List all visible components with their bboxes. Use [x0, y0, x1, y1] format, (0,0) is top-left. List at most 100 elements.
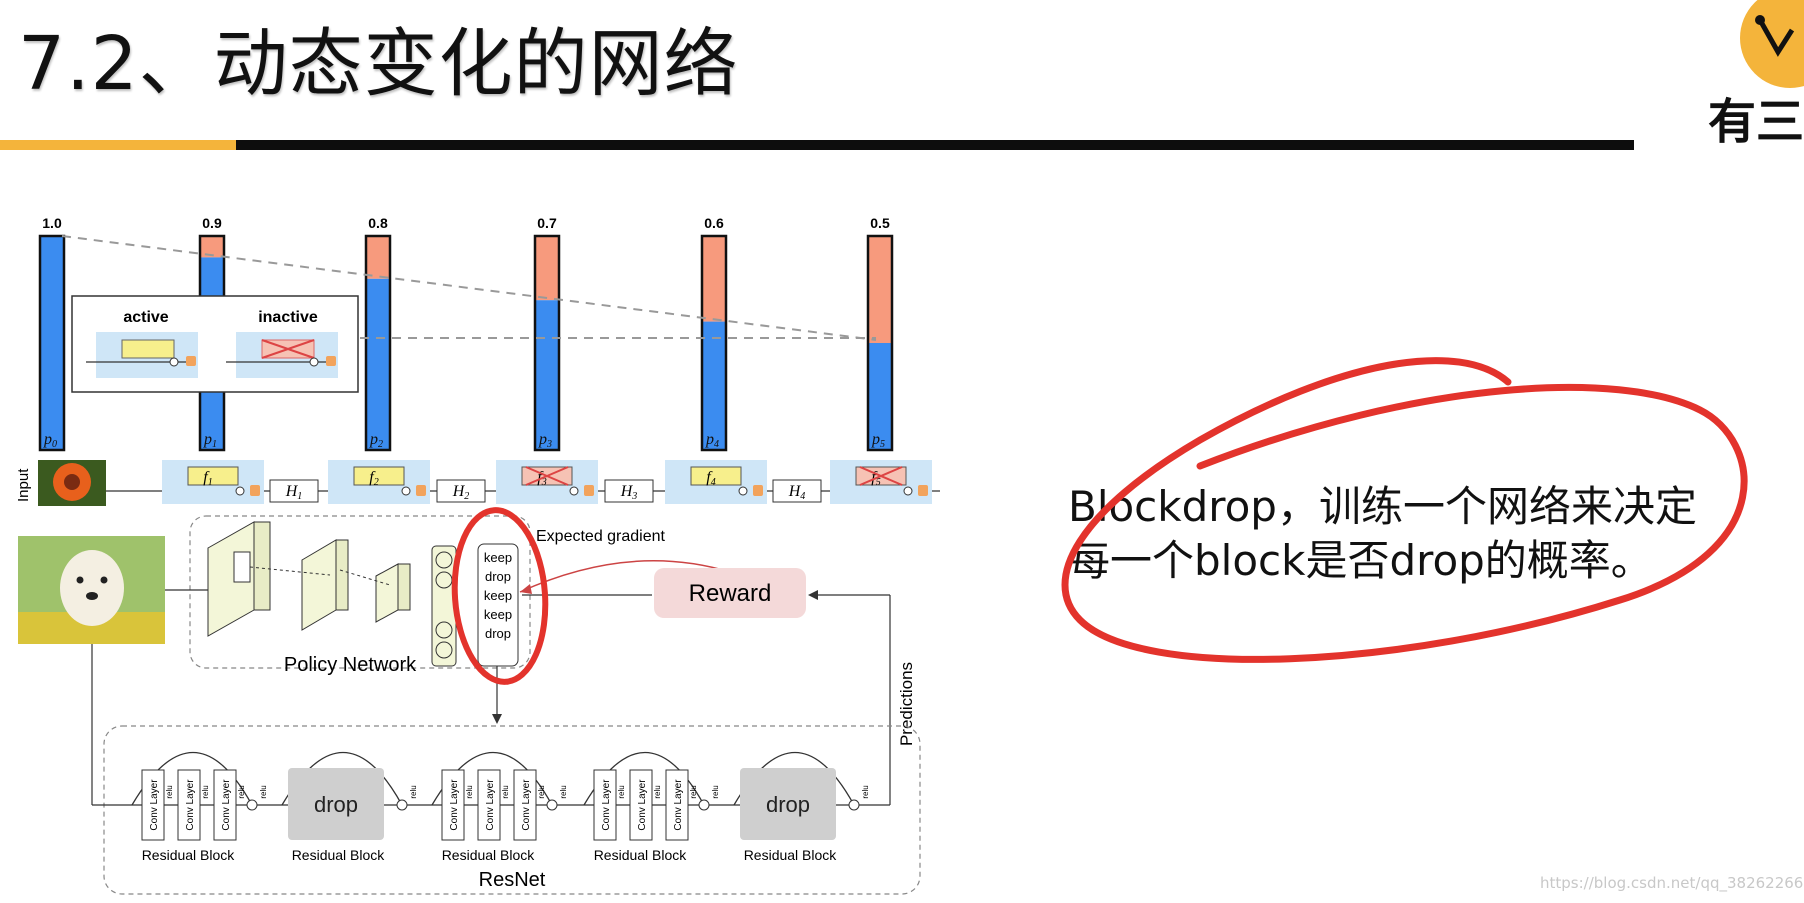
conv-layer-label: Conv Layer: [485, 779, 496, 831]
conv-layer: [513, 769, 537, 841]
conv-layer-label: Conv Layer: [637, 779, 648, 831]
relu-label: relu: [165, 785, 174, 798]
bar-drop-p1: [200, 236, 224, 258]
relu-label: relu: [861, 785, 870, 798]
relu-node: [753, 485, 763, 496]
residual-blocks: Conv Layer relu Conv Layer relu Conv Layer re…: [131, 752, 870, 863]
relu-label: relu: [237, 785, 246, 798]
logo-text: 有三: [1708, 94, 1804, 150]
block-f-box: [187, 466, 239, 486]
transition-h3: H3: [604, 479, 654, 503]
bar-value-p2: 0.8: [368, 215, 388, 231]
resnet: Conv Layer relu Conv Layer relu Conv Layer re…: [92, 725, 921, 895]
dropped-block: [288, 768, 384, 840]
logo-icon: [1740, 0, 1804, 88]
conv-layer: [593, 769, 617, 841]
conv-layer: [629, 769, 653, 841]
conv-layer: [441, 769, 465, 841]
relu-node: [250, 485, 260, 496]
bar-keep-p3: [535, 300, 559, 450]
h-box: [604, 479, 654, 503]
relu-label: relu: [259, 785, 268, 798]
reward-box: [654, 568, 806, 618]
bar-outline-p3: [533, 234, 561, 452]
block-f3: f3: [496, 460, 598, 504]
bar-drop-p3: [535, 236, 559, 301]
h-box: [436, 479, 486, 503]
bar-value-p0: 1.0: [42, 215, 62, 231]
add-node: [235, 486, 245, 496]
relu-label: relu: [201, 785, 210, 798]
relu-node: [584, 485, 594, 496]
transition-h2: H2: [436, 479, 486, 503]
conv-layer-label: Conv Layer: [221, 779, 232, 831]
add-node: [396, 799, 408, 811]
legend-inactive-label: inactive: [258, 309, 318, 326]
drop-label: drop: [766, 792, 810, 817]
drop-cross: [525, 466, 569, 486]
bar-keep-p0: [40, 236, 64, 450]
residual-block-4: Conv Layer relu Conv Layer relu Conv Layer re…: [583, 752, 720, 863]
legend-box: active inactive: [71, 295, 359, 393]
relu-label: relu: [559, 785, 568, 798]
bar-keep-p4: [702, 321, 726, 450]
residual-block-label: Residual Block: [594, 847, 688, 863]
bar-value-p3: 0.7: [537, 215, 557, 231]
drop-label: drop: [314, 792, 358, 817]
note-line-2: 每一个block是否drop的概率。: [1068, 536, 1653, 585]
predictions-label: Predictions: [897, 662, 916, 746]
add-node: [698, 799, 710, 811]
explanation-note: Blockdrop，训练一个网络来决定 每一个block是否drop的概率。: [1068, 480, 1697, 588]
bar-keep-p2: [366, 278, 390, 450]
bar-value-p1: 0.9: [202, 215, 222, 231]
action-1: keep: [484, 550, 512, 565]
conv-layer-label: Conv Layer: [521, 779, 532, 831]
dropped-block: [740, 768, 836, 840]
conv-layer-label: Conv Layer: [673, 779, 684, 831]
input-label: Input: [15, 468, 32, 502]
relu-label: relu: [653, 785, 662, 798]
bar-value-p5: 0.5: [870, 215, 890, 231]
watermark: https://blog.csdn.net/qq_38262266: [1540, 874, 1804, 892]
bar-drop-p5: [868, 236, 892, 343]
add-node: [848, 799, 860, 811]
relu-label: relu: [465, 785, 474, 798]
relu-node: [918, 485, 928, 496]
conv-layer-label: Conv Layer: [185, 779, 196, 831]
note-line-1: Blockdrop，训练一个网络来决定: [1068, 482, 1697, 531]
add-node: [569, 486, 579, 496]
h-box: [772, 479, 822, 503]
relu-label: relu: [617, 785, 626, 798]
conv-layer: [141, 769, 165, 841]
block-f-box: [690, 466, 742, 486]
title-rule-accent: [0, 140, 236, 150]
conv-layer-label: Conv Layer: [601, 779, 612, 831]
add-node: [246, 799, 258, 811]
relu-label: relu: [537, 785, 546, 798]
bar-outline-p2: [364, 234, 392, 452]
bar-outline-p4: [700, 234, 728, 452]
block-f4: f4: [665, 460, 767, 504]
block-f5: f5: [830, 460, 932, 504]
block-f-label: f2: [369, 469, 378, 488]
block-f-box: [353, 466, 405, 486]
expected-gradient-label: Expected gradient: [536, 528, 666, 545]
relu-label: relu: [689, 785, 698, 798]
residual-block-label: Residual Block: [442, 847, 536, 863]
resnet-label: ResNet: [479, 869, 546, 891]
relu-node: [416, 485, 426, 496]
transition-h4: H4: [772, 479, 822, 503]
relu-label: relu: [409, 785, 418, 798]
add-node: [546, 799, 558, 811]
residual-block-label: Residual Block: [292, 847, 386, 863]
conv-layer: [177, 769, 201, 841]
block-f-label: f1: [203, 469, 212, 488]
conv-layer: [665, 769, 689, 841]
action-4: keep: [484, 607, 512, 622]
